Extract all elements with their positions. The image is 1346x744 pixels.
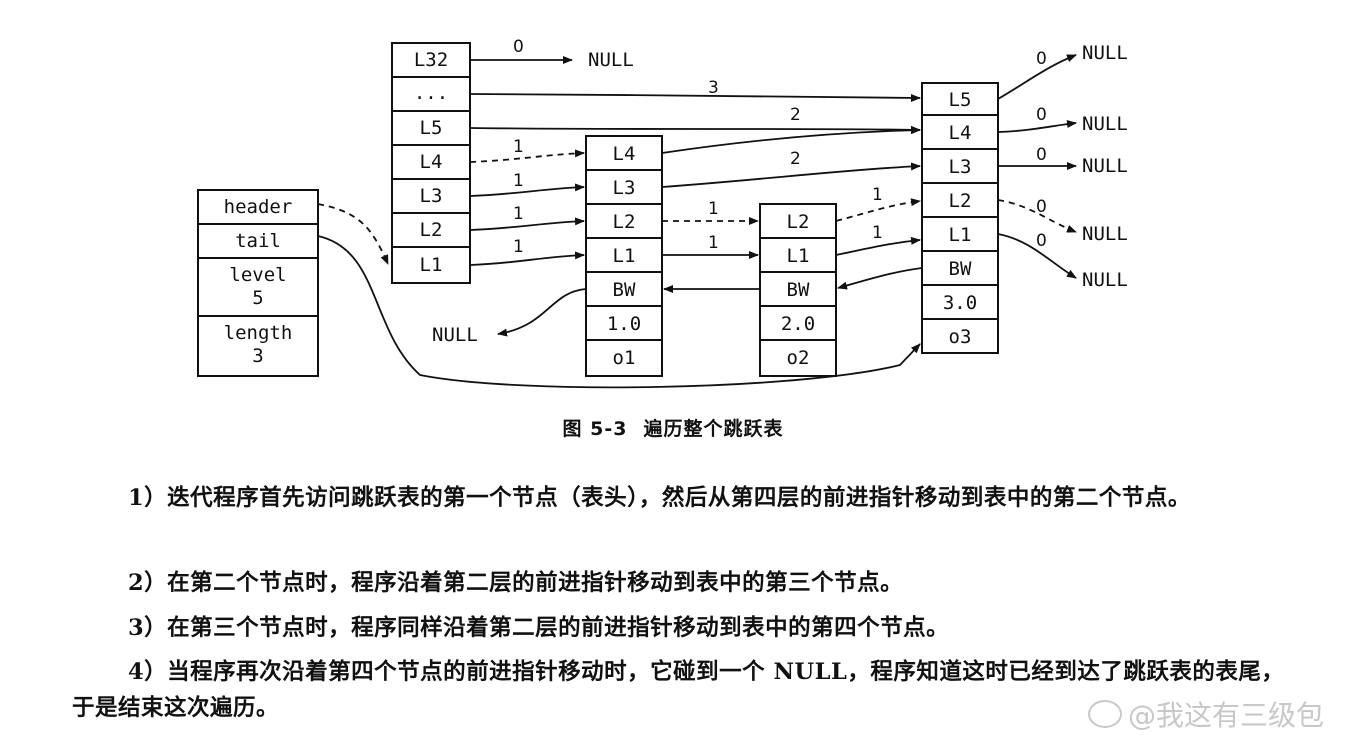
header-l5: L5 [420, 117, 443, 139]
header-l2: L2 [420, 219, 443, 241]
step-2: 2）在第二个节点时，程序沿着第二层的前进指针移动到表中的第三个节点。 [72, 565, 1287, 601]
arrow-header-l1-n1l1 [469, 251, 585, 266]
node2-l1: L1 [787, 245, 810, 267]
node1-l3: L3 [613, 177, 636, 199]
header-node: L32 ... L5 L4 L3 L2 L1 [391, 42, 471, 284]
span-n3l5: 0 [1036, 49, 1047, 69]
step-1-text: 1）迭代程序首先访问跳跃表的第一个节点（表头），然后从第四层的前进指针移动到表中… [128, 485, 1191, 511]
null-n3l3: NULL [1082, 155, 1128, 177]
pointer-arrows [317, 54, 1077, 389]
step-4-text: 4）当程序再次沿着第四个节点的前进指针移动时，它碰到一个 NULL，程序知道这时… [72, 659, 1285, 721]
step-3-text: 3）在第三个节点时，程序同样沿着第二层的前进指针移动到表中的第四个节点。 [128, 615, 950, 641]
node2-obj: o2 [787, 347, 810, 369]
null-n3l1: NULL [1082, 269, 1128, 291]
node1-l4: L4 [613, 143, 636, 165]
null-n3l2: NULL [1082, 223, 1128, 245]
null-l32: NULL [588, 49, 634, 71]
node1-score: 1.0 [607, 313, 641, 335]
span-n3l4: 0 [1036, 105, 1047, 125]
span-l5-n3l4: 2 [790, 105, 801, 125]
arrow-n1l4-n3l4 [661, 126, 921, 154]
header-l4: L4 [420, 151, 443, 173]
node-3: L5 L4 L3 L2 L1 BW 3.0 o3 [921, 82, 999, 354]
node1-l1: L1 [613, 245, 636, 267]
node1-obj: o1 [613, 347, 636, 369]
cell-level: level [229, 264, 286, 286]
span-n3l1: 0 [1036, 231, 1047, 251]
figure-caption: 图 5-3 遍历整个跳跃表 [0, 414, 1346, 441]
arrow-n3l1-null [997, 233, 1077, 279]
step-2-text: 2）在第二个节点时，程序沿着第二层的前进指针移动到表中的第三个节点。 [128, 570, 904, 596]
watermark-text: @我这有三级包 [1128, 699, 1325, 732]
arrow-header-l5-n3l4 [469, 125, 921, 134]
null-n3l4: NULL [1082, 113, 1128, 135]
span-n2l2: 1 [872, 185, 883, 205]
span-n1l3: 2 [790, 149, 801, 169]
cell-header: header [224, 196, 293, 218]
span-h-l2: 1 [513, 204, 524, 224]
weibo-watermark: @我这有三级包 [1088, 694, 1324, 734]
span-n1l2: 1 [708, 199, 719, 219]
span-h-l1: 1 [513, 237, 524, 257]
span-n3l3: 0 [1036, 145, 1047, 165]
header-l3: L3 [420, 185, 443, 207]
header-dots: ... [414, 82, 448, 104]
step-4: 4）当程序再次沿着第四个节点的前进指针移动时，它碰到一个 NULL，程序知道这时… [72, 654, 1287, 726]
cell-level-value: 5 [252, 287, 263, 309]
node1-bw: BW [613, 279, 636, 301]
arrow-n2l1-n3l1 [835, 236, 921, 256]
weibo-icon [1088, 700, 1122, 728]
null-backward: NULL [432, 324, 478, 346]
node2-score: 2.0 [781, 313, 815, 335]
header-l1: L1 [420, 254, 443, 276]
step-1: 1）迭代程序首先访问跳跃表的第一个节点（表头），然后从第四层的前进指针移动到表中… [72, 480, 1287, 516]
span-n1l1: 1 [708, 233, 719, 253]
node3-l5: L5 [949, 89, 972, 111]
figure-number: 图 5-3 [562, 418, 628, 440]
arrow-header-to-node [317, 203, 389, 265]
figure-title: 遍历整个跳跃表 [643, 418, 784, 440]
cell-tail: tail [235, 230, 281, 252]
node-1: L4 L3 L2 L1 BW 1.0 o1 [585, 135, 663, 377]
node2-l2: L2 [787, 211, 810, 233]
null-n3l5: NULL [1082, 42, 1128, 64]
arrow-header-l2-n1l2 [469, 217, 585, 231]
node3-l2: L2 [949, 190, 972, 212]
node3-l1: L1 [949, 224, 972, 246]
header-l32: L32 [414, 49, 448, 71]
arrow-n1bw-null [497, 288, 587, 337]
node2-bw: BW [787, 279, 810, 301]
cell-length-value: 3 [252, 345, 263, 367]
arrow-n3l4-null [997, 120, 1077, 133]
span-n2l1: 1 [872, 223, 883, 243]
node3-obj: o3 [949, 326, 972, 348]
arrow-n3l5-null [997, 54, 1077, 100]
node3-l4: L4 [949, 122, 972, 144]
arrow-tail-to-node3 [317, 235, 921, 389]
node1-l2: L2 [613, 211, 636, 233]
arrow-n2l2-n3l2 [835, 198, 921, 222]
list-struct: header tail level 5 length 3 [197, 189, 319, 377]
node3-score: 3.0 [943, 292, 977, 314]
node-2: L2 L1 BW 2.0 o2 [759, 203, 837, 377]
arrow-header-l3-n1l3 [469, 183, 585, 197]
skiplist-diagram: header tail level 5 length 3 L32 ... L5 … [197, 37, 1128, 389]
arrow-header-l4-n1l4 [469, 149, 585, 163]
span-l5-top: 3 [708, 78, 719, 98]
arrow-header-l5-n3l5 [469, 93, 921, 102]
span-l32: 0 [513, 37, 524, 57]
arrow-n1l3-n3l3 [661, 162, 921, 188]
arrow-n3bw-n2 [837, 267, 923, 290]
span-h-l3: 1 [513, 171, 524, 191]
node3-l3: L3 [949, 156, 972, 178]
cell-length: length [224, 322, 293, 344]
step-3: 3）在第三个节点时，程序同样沿着第二层的前进指针移动到表中的第四个节点。 [72, 610, 1287, 646]
span-n3l2: 0 [1036, 197, 1047, 217]
node3-bw: BW [949, 258, 972, 280]
span-h-l4: 1 [513, 137, 524, 157]
